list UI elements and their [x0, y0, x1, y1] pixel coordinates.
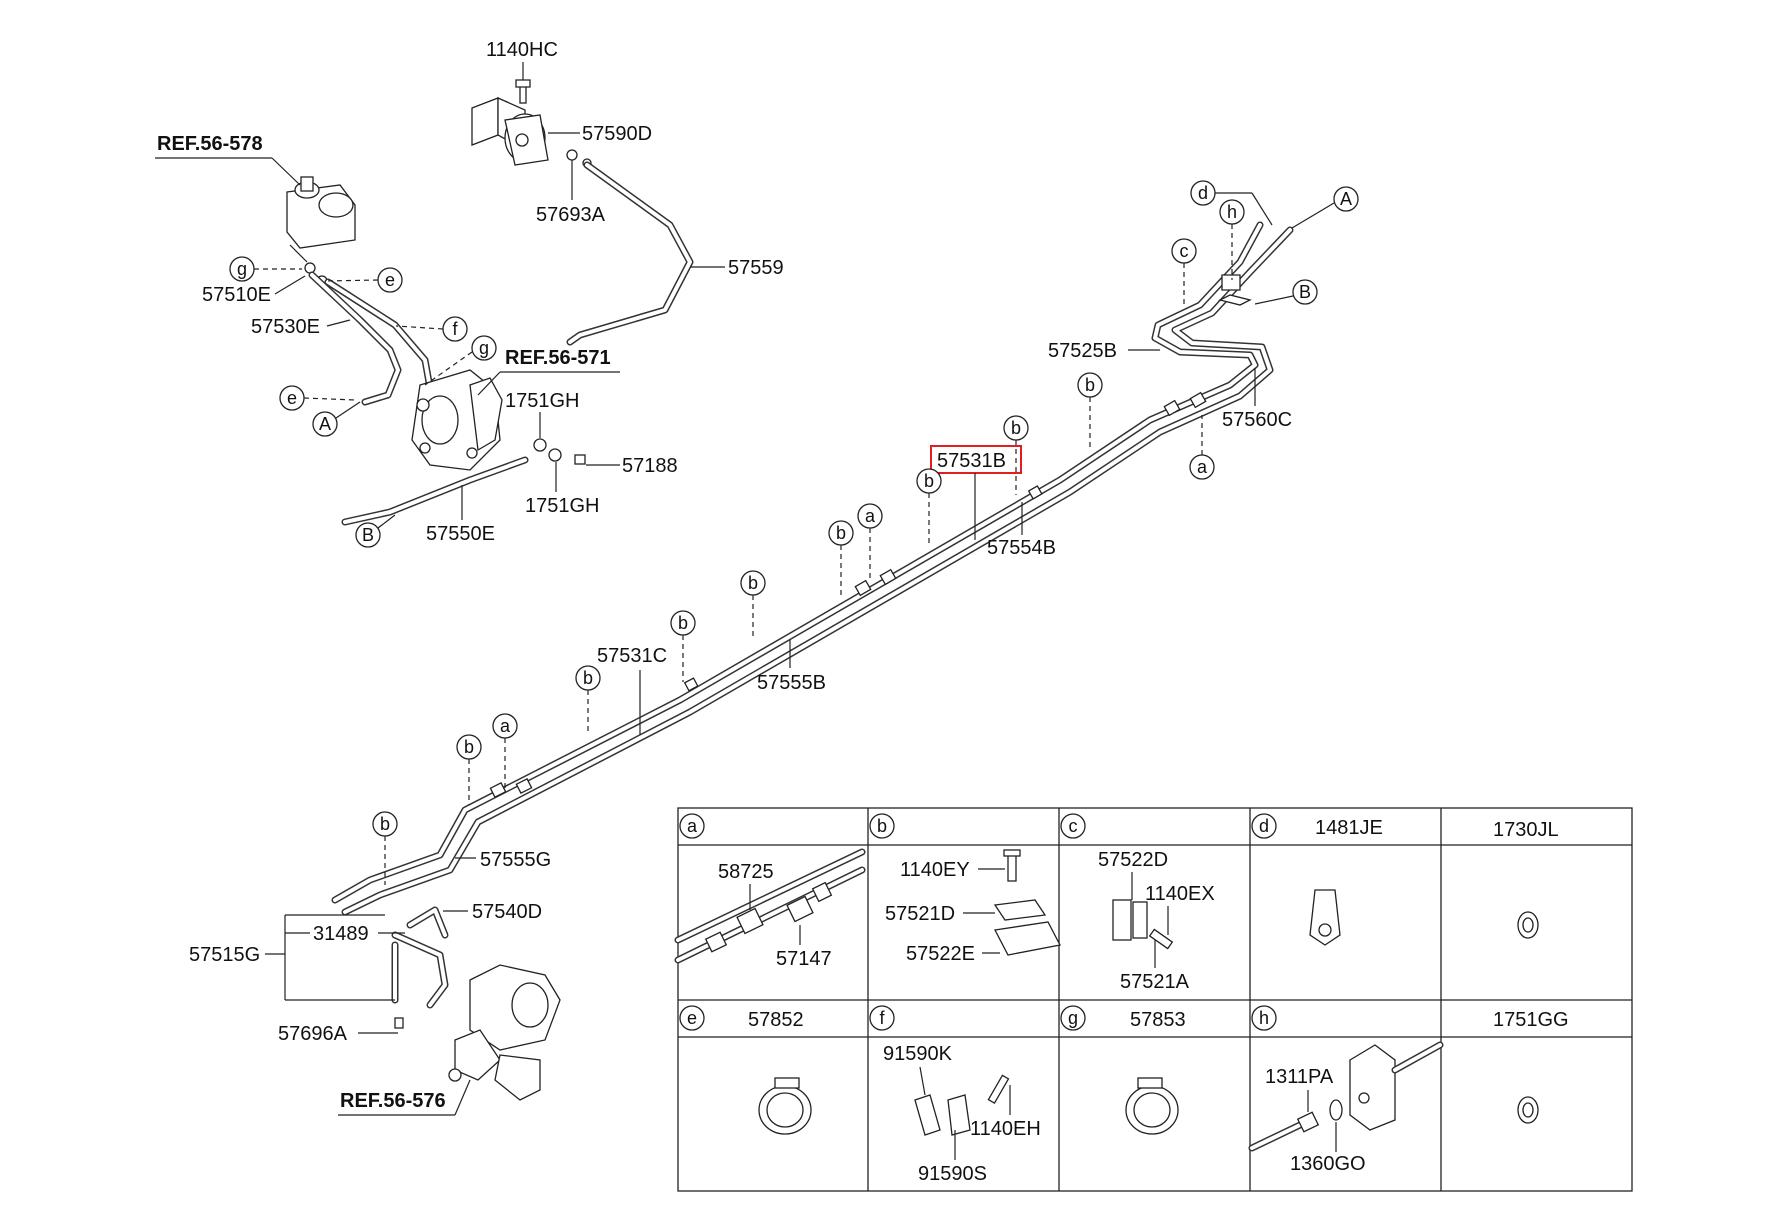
highlight-box-57531B	[930, 445, 1022, 474]
label-57531C: 57531C	[597, 645, 667, 667]
cell-a-key: a	[687, 816, 698, 836]
label-57554B: 57554B	[987, 537, 1056, 559]
cell-f-part-91590K: 91590K	[883, 1043, 953, 1065]
callout-b-1: b	[1085, 375, 1095, 395]
cell-h-part-1360GO: 1360GO	[1290, 1153, 1366, 1175]
label-1140HC: 1140HC	[486, 39, 558, 61]
label-57590D: 57590D	[582, 123, 652, 145]
label-57693A: 57693A	[536, 204, 606, 226]
reservoir	[286, 176, 356, 287]
callout-b-8: b	[464, 737, 474, 757]
label-57560C: 57560C	[1222, 409, 1292, 431]
label-57555B: 57555B	[757, 672, 826, 694]
cell-e1-title: 1730JL	[1493, 819, 1559, 841]
cell-b-key: b	[877, 816, 887, 836]
cell-c-part-57522D: 57522D	[1098, 849, 1168, 871]
part-labels: 1140HC 57590D 57693A 57559 57510E 57530E…	[189, 39, 1292, 1045]
cell-j-title: 1751GG	[1493, 1009, 1569, 1031]
bracket-h	[1218, 274, 1252, 306]
callout-a-2: a	[865, 506, 876, 526]
callout-b-6: b	[678, 613, 688, 633]
cell-b-part-57522E: 57522E	[906, 943, 975, 965]
cell-d-title: 1481JE	[1315, 817, 1383, 839]
callout-e-1: e	[385, 270, 395, 290]
cell-h-part-1311PA: 1311PA	[1265, 1066, 1334, 1088]
callout-b-4: b	[836, 523, 846, 543]
callout-B-left: B	[362, 525, 374, 545]
pipe-57559	[566, 161, 694, 346]
label-1751GH-bottom: 1751GH	[525, 495, 600, 517]
cell-a-part-58725: 58725	[718, 861, 774, 883]
cell-g-key: g	[1068, 1008, 1078, 1028]
cell-c-part-1140EX: 1140EX	[1145, 883, 1215, 905]
cell-e-key: e	[687, 1008, 697, 1028]
label-57530E: 57530E	[251, 316, 320, 338]
cell-g-title: 57853	[1130, 1009, 1186, 1031]
cell-e-title: 57852	[748, 1009, 804, 1031]
cell-f-key: f	[879, 1008, 885, 1028]
callout-d: d	[1198, 183, 1208, 203]
callouts: g e f g e A B d h A c B b b a b a	[229, 180, 1359, 885]
ref-56-571: REF.56-571	[505, 347, 611, 369]
callout-A-right: A	[1340, 189, 1352, 209]
label-57531B: 57531B	[937, 450, 1006, 472]
ref-56-578: REF.56-578	[157, 133, 263, 155]
label-57188: 57188	[622, 455, 678, 477]
cell-d-key: d	[1259, 816, 1269, 836]
callout-b-7: b	[583, 668, 593, 688]
label-57525B: 57525B	[1048, 340, 1117, 362]
callout-g-1: g	[237, 259, 247, 279]
callout-b-5: b	[748, 573, 758, 593]
callout-a-1: a	[1197, 457, 1208, 477]
callout-b-3: b	[924, 471, 934, 491]
power-steering-pump	[411, 369, 586, 471]
cell-f-part-91590S: 91590S	[918, 1163, 987, 1185]
label-57550E: 57550E	[426, 523, 495, 545]
cell-b-part-1140EY: 1140EY	[900, 859, 970, 881]
callout-b-9: b	[380, 814, 390, 834]
label-1751GH-top: 1751GH	[505, 390, 580, 412]
callout-g-2: g	[479, 338, 489, 358]
cell-c-part-57521A: 57521A	[1120, 971, 1190, 993]
callout-f-1: f	[452, 319, 458, 339]
callout-h: h	[1227, 202, 1237, 222]
label-31489: 31489	[313, 923, 369, 945]
parts-legend-table: a b c d 1481JE 1730JL e 57852 f g 57853 …	[674, 807, 1633, 1192]
label-57510E: 57510E	[202, 284, 271, 306]
cell-a-part-57147: 57147	[776, 948, 832, 970]
callout-B-right: B	[1299, 282, 1311, 302]
hose-57530E	[308, 271, 402, 406]
cell-f-part-1140EH: 1140EH	[970, 1118, 1041, 1140]
label-57559: 57559	[728, 257, 784, 279]
cell-c-key: c	[1069, 816, 1078, 836]
callout-a-3: a	[500, 716, 511, 736]
cell-h-key: h	[1259, 1008, 1269, 1028]
callout-b-2: b	[1011, 418, 1021, 438]
ref-56-576: REF.56-576	[340, 1090, 446, 1112]
callout-A-left: A	[319, 414, 331, 434]
label-57696A: 57696A	[278, 1023, 348, 1045]
cell-b-part-57521D: 57521D	[885, 903, 955, 925]
pressure-unit-57590D	[471, 79, 592, 168]
callout-e-2: e	[287, 388, 297, 408]
callout-c: c	[1180, 241, 1189, 261]
label-57555G: 57555G	[480, 849, 551, 871]
main-brake-pipe	[331, 221, 1294, 916]
steering-gear	[394, 964, 561, 1101]
label-57515G: 57515G	[189, 944, 260, 966]
label-57540D: 57540D	[472, 901, 542, 923]
